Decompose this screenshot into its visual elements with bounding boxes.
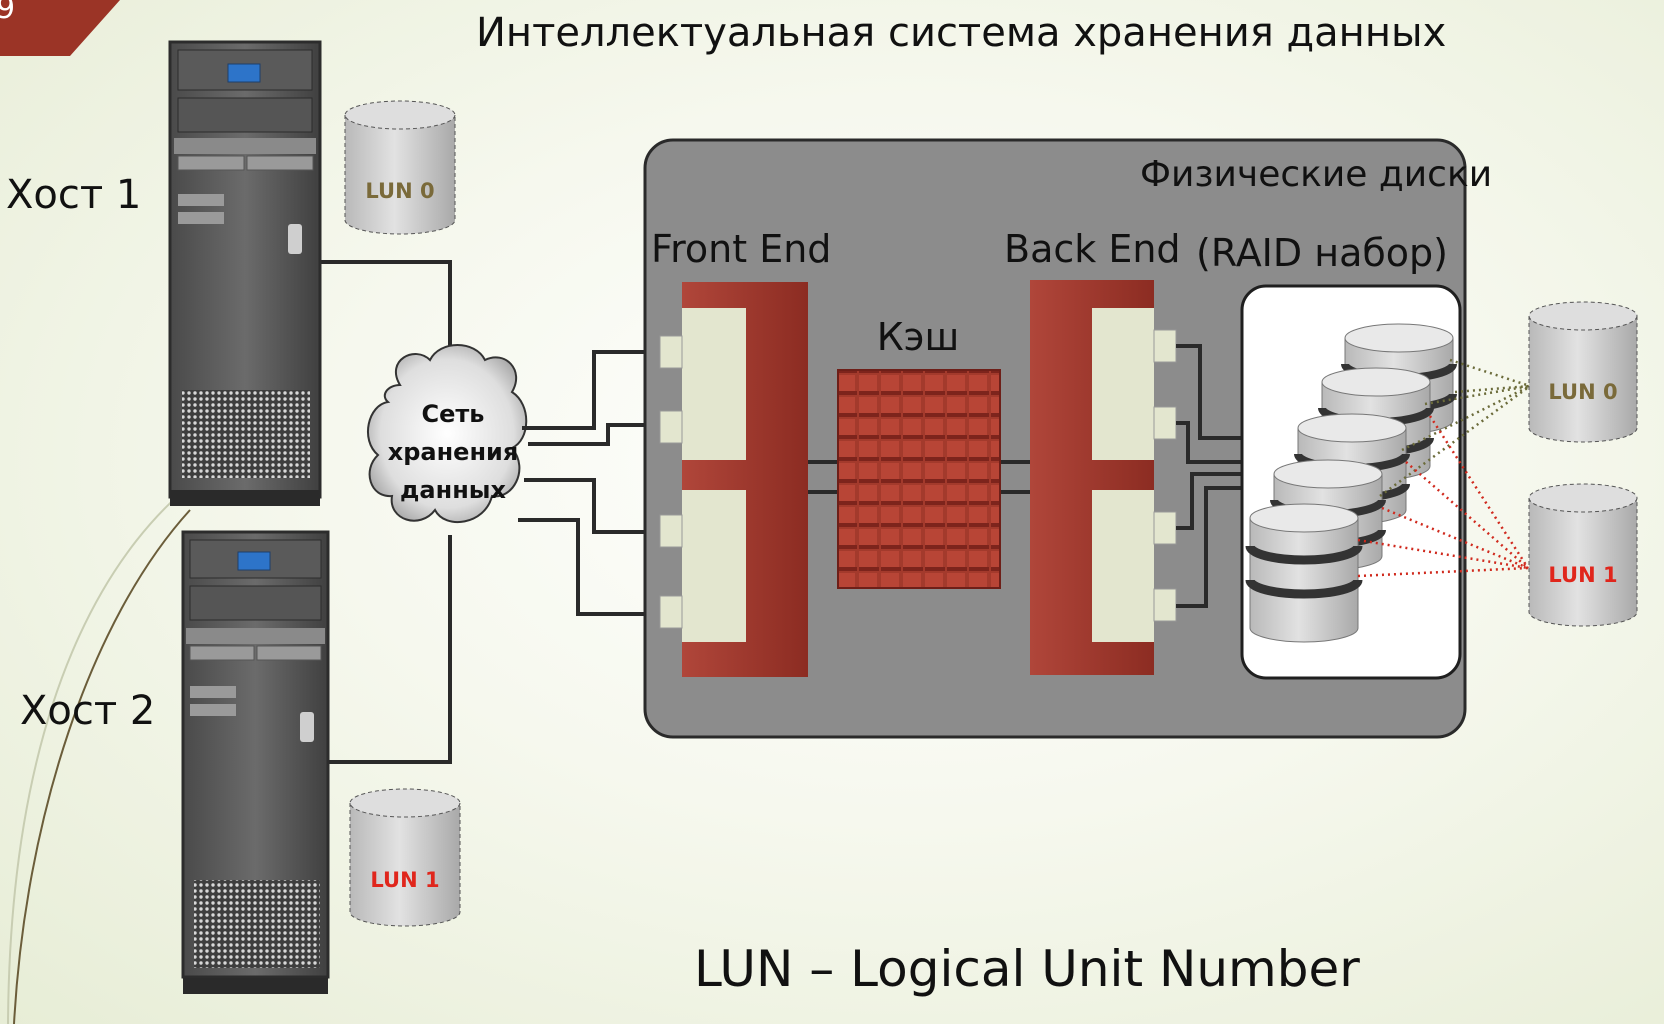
front-end-controller <box>659 282 808 677</box>
back-end-controller <box>1030 280 1177 675</box>
raid-set-label: (RAID набор) <box>1196 231 1448 275</box>
decor-arc-2 <box>13 509 191 1024</box>
cache-block <box>837 369 1001 589</box>
corner-tab <box>0 0 120 56</box>
host-2-label: Хост 2 <box>20 688 155 734</box>
right-lun-1-cylinder <box>1528 483 1638 627</box>
physical-disks-label: Физические диски <box>1140 154 1492 195</box>
right-lun-1-label: LUN 1 <box>1548 563 1617 587</box>
network-label-line-2: хранения <box>388 438 519 466</box>
host-1-label: Хост 1 <box>6 172 141 218</box>
network-label-line-1: Сеть <box>422 400 485 428</box>
page-number: 9 <box>0 0 15 26</box>
disk-stack-5 <box>1245 503 1363 643</box>
right-lun-0-label: LUN 0 <box>1548 380 1617 404</box>
front-end-label: Front End <box>651 227 831 271</box>
host-1-lun-label: LUN 0 <box>365 179 434 203</box>
storage-network-cloud <box>367 344 528 524</box>
lun0-mapping-lines <box>1379 358 1531 498</box>
cache-links <box>808 460 1030 494</box>
slide-title: Интеллектуальная система хранения данных <box>476 10 1446 56</box>
host-2-lun-cylinder <box>349 788 461 927</box>
raid-disk-stack <box>1245 323 1457 643</box>
right-lun-0-cylinder <box>1528 301 1638 443</box>
footer-definition: LUN – Logical Unit Number <box>694 940 1360 998</box>
back-end-label: Back End <box>1004 227 1181 271</box>
lun1-mapping-lines <box>1357 415 1530 578</box>
host-2-lun-label: LUN 1 <box>370 868 439 892</box>
host-2-rack <box>181 530 330 994</box>
host-1-rack <box>168 40 322 506</box>
cache-label: Кэш <box>877 315 960 359</box>
back-end-wiring <box>1176 344 1242 608</box>
network-label-line-3: данных <box>400 476 506 504</box>
decor-arc <box>7 469 211 1024</box>
front-end-wiring <box>518 350 658 616</box>
host-1-lun-cylinder <box>344 100 456 235</box>
host-network-wiring <box>300 260 452 764</box>
